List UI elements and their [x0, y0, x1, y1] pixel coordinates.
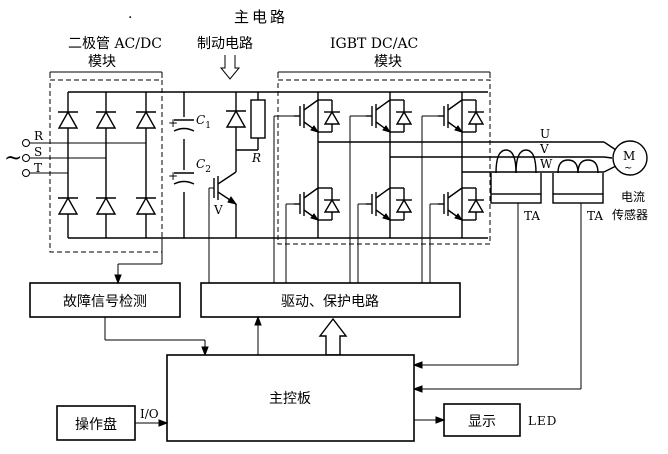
io-link — [135, 419, 169, 427]
fault-detect-label: 故障信号检测 — [63, 294, 147, 310]
igbt-icon — [293, 99, 341, 133]
main-control-board-block — [166, 354, 415, 442]
brake-resistor-icon — [250, 99, 266, 139]
current-sensor-caption: 电流 — [621, 190, 645, 204]
current-transformer-icon — [552, 159, 604, 204]
sensor-feedback-wires — [412, 203, 582, 393]
capacitor-c1-plus: + — [168, 116, 178, 130]
motor-icon — [612, 140, 648, 176]
igbt-icon — [437, 187, 485, 221]
supply-label-r: R — [34, 129, 44, 143]
stray-dot: . — [128, 6, 132, 22]
motor-label: M — [623, 149, 635, 163]
led-label: LED — [528, 414, 557, 428]
fault-detect-block — [29, 282, 181, 318]
diode-icon — [95, 196, 117, 215]
rectifier-module-frame — [49, 79, 163, 253]
capacitor-c1-icon — [173, 119, 195, 132]
drive-protect-label: 驱动、保护电路 — [281, 294, 379, 310]
phase-label-v: V — [539, 142, 549, 156]
brake-diode-icon — [225, 109, 247, 128]
inverter-module-label: IGBT DC/AC — [330, 36, 418, 52]
igbt-icon — [437, 99, 485, 133]
phase-label-w: W — [540, 157, 553, 171]
motor-tilde: ~ — [624, 163, 632, 174]
capacitor-c2-label: C2 — [196, 157, 211, 175]
current-transformer-icon — [490, 149, 542, 204]
inverter-bracket — [277, 71, 491, 78]
capacitor-c2-icon — [173, 172, 195, 185]
inverter-phase-legs — [317, 92, 463, 238]
igbt-gate-wires — [273, 115, 438, 283]
main-circuit-title: 主电路 — [234, 8, 288, 26]
rectifier-module-label: 二极管 AC/DC — [68, 36, 162, 52]
brake-transistor-icon — [213, 171, 238, 238]
capacitor-c2-plus: + — [168, 169, 178, 183]
diode-icon — [135, 196, 157, 215]
display-label: 显示 — [468, 414, 496, 430]
diode-icon — [57, 196, 79, 215]
ac-supply-tilde: ~ — [4, 146, 22, 171]
supply-label-s: S — [34, 145, 42, 159]
fault-to-main-wire — [104, 317, 209, 357]
igbt-icon — [365, 187, 413, 221]
main-to-drive-arrow — [254, 315, 262, 355]
diode-icon — [95, 110, 117, 129]
phase-label-u: U — [540, 127, 550, 141]
current-sensor-caption-2: 传感器 — [612, 207, 648, 222]
operator-panel-label: 操作盘 — [75, 416, 117, 433]
diode-icon — [57, 110, 79, 129]
down-arrow-icon — [219, 55, 241, 80]
rectifier-bracket — [49, 71, 163, 78]
display-link — [414, 416, 446, 424]
phase-output-lines — [318, 141, 617, 173]
inverter-module-label-2: 模块 — [374, 54, 402, 70]
main-control-board-label: 主控板 — [269, 391, 311, 407]
brake-circuit-label: 制动电路 — [197, 36, 253, 52]
ta-label-1: TA — [524, 209, 540, 223]
fault-sense-wire — [114, 238, 163, 285]
drive-protect-block — [200, 282, 461, 318]
diode-icon — [135, 110, 157, 129]
supply-label-t: T — [34, 161, 42, 175]
io-label: I/O — [140, 407, 159, 421]
rectifier-module-label-2: 模块 — [88, 54, 116, 70]
igbt-icon — [293, 187, 341, 221]
inverter-module-frame — [277, 79, 491, 245]
igbt-icon — [365, 99, 413, 133]
supply-terminals — [22, 139, 146, 177]
hollow-up-arrow-icon — [318, 317, 348, 356]
ta-label-2: TA — [587, 209, 603, 223]
brake-transistor-label: V — [213, 203, 223, 217]
brake-resistor-label: R — [251, 151, 261, 165]
capacitor-c1-label: C1 — [196, 113, 211, 131]
